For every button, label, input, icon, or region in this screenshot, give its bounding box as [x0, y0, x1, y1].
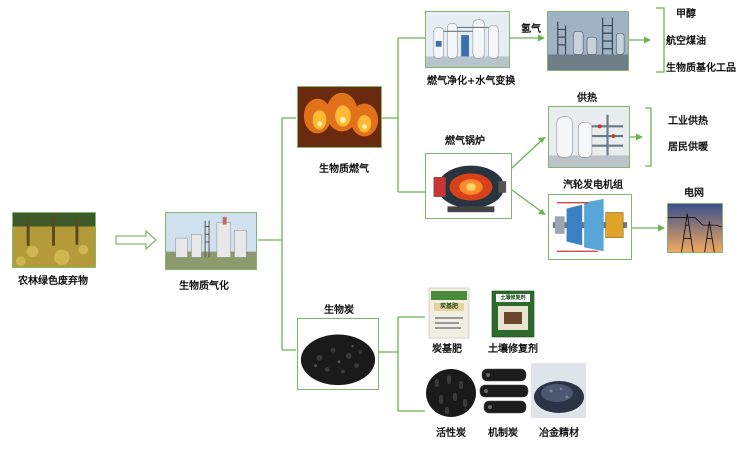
waste-label: 农林绿色废弃物 — [18, 276, 88, 287]
purify-image — [425, 11, 510, 68]
fertilizer-bag-image: 炭基肥 — [425, 287, 473, 339]
turbine-image — [548, 194, 632, 260]
briquette-label: 机制炭 — [488, 428, 518, 439]
biochar-image — [297, 318, 379, 390]
briquette-image — [478, 363, 530, 418]
product-bio-chemicals: 生物质基化工品 — [666, 63, 736, 74]
gasification-image — [165, 212, 257, 270]
hydrogen-plant-image — [547, 11, 629, 71]
fertilizer-bag-title: 炭基肥 — [439, 303, 458, 310]
activated-carbon-image — [425, 363, 477, 418]
soil-conditioner-label: 土壤修复剂 — [488, 344, 538, 355]
product-industrial-heat: 工业供热 — [668, 116, 708, 127]
activated-carbon-label: 活性炭 — [436, 428, 466, 439]
grid-image — [667, 203, 723, 253]
product-jet-fuel: 航空煤油 — [666, 36, 706, 47]
gasification-label: 生物质气化 — [179, 281, 229, 292]
heat-label: 供热 — [577, 93, 597, 104]
fertilizer-label: 炭基肥 — [432, 344, 462, 355]
hydrogen-label: 氢气 — [521, 24, 541, 35]
purify-label: 燃气净化+水气变换 — [427, 76, 516, 87]
soil-conditioner-bag-image: 土壤修复剂 — [490, 290, 536, 338]
boiler-image — [425, 153, 512, 219]
product-methanol: 甲醇 — [676, 9, 696, 20]
grid-label: 电网 — [684, 188, 704, 199]
metallurgy-material-label: 冶金精材 — [539, 428, 579, 439]
boiler-label: 燃气锅炉 — [445, 136, 485, 147]
biochar-label: 生物炭 — [324, 305, 354, 316]
turbine-label: 汽轮发电机组 — [563, 180, 623, 191]
heat-image — [548, 106, 630, 168]
biomass-gas-label: 生物质燃气 — [319, 164, 369, 175]
metallurgy-material-image — [531, 363, 586, 418]
soil-bag-title: 土壤修复剂 — [500, 295, 526, 301]
waste-image — [12, 212, 96, 268]
product-residential-heat: 居民供暖 — [668, 142, 708, 153]
biomass-gas-image — [297, 86, 382, 148]
